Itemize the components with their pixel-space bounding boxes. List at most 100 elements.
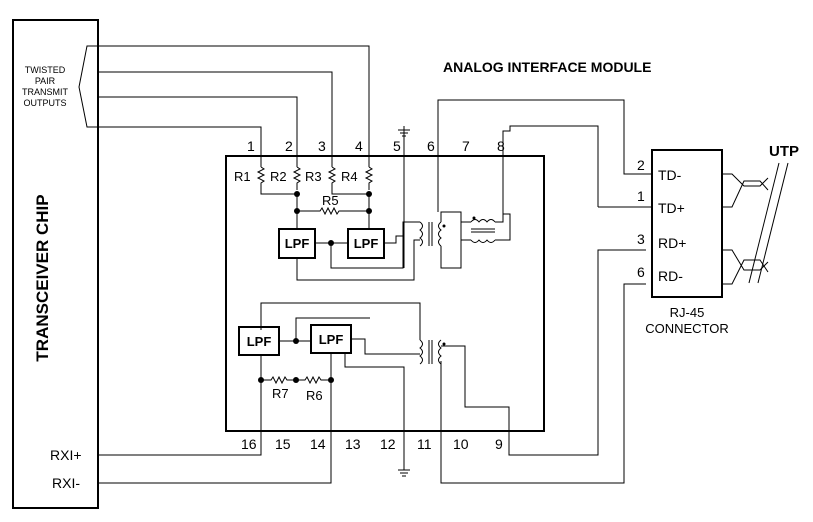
- ground-icon-bottom: [398, 469, 410, 477]
- r2-label: R2: [270, 169, 287, 184]
- conn-pin-6-num: 6: [637, 264, 645, 280]
- pin-14-label: 14: [310, 436, 326, 452]
- lpf-tx-left-label: LPF: [285, 236, 310, 251]
- tx-node-left: [260, 190, 298, 211]
- pin-7-label: 7: [462, 138, 470, 154]
- utp-pair-top: [722, 173, 769, 208]
- resistor-r1: [256, 166, 266, 190]
- pin-5-label: 5: [393, 138, 401, 154]
- conn-td-minus-label: TD-: [658, 167, 682, 183]
- td-minus-wire: [623, 165, 652, 175]
- resistor-r4: [364, 166, 374, 190]
- pin-16-label: 16: [241, 436, 257, 452]
- utp-cable-line-2: [757, 162, 789, 284]
- rx-top-loop: [260, 302, 421, 340]
- resistor-r3: [327, 166, 337, 190]
- pin-13-label: 13: [345, 436, 361, 452]
- junction: [294, 191, 300, 197]
- conn-pin-2-num: 2: [637, 157, 645, 173]
- pin-11-label: 11: [417, 436, 432, 452]
- r1-label: R1: [234, 169, 251, 184]
- tx-node-right: [331, 190, 370, 211]
- tp-outputs-line-4: OUTPUTS: [23, 98, 66, 108]
- pin-8-label: 8: [497, 138, 505, 154]
- rj45-name: RJ-45: [670, 305, 705, 320]
- wire: [438, 339, 442, 365]
- pin-3-label: 3: [318, 138, 326, 154]
- tx-transformer-1-icon: [419, 221, 446, 247]
- r6-label: R6: [306, 388, 323, 403]
- wire: [470, 239, 496, 243]
- r3-label: R3: [305, 169, 322, 184]
- rx-xfmr-to-pin9: [441, 249, 646, 456]
- resistor-r6: [296, 375, 331, 385]
- junction: [366, 191, 372, 197]
- tx-xfmr-box: [440, 211, 462, 269]
- conn-pin-1-num: 1: [637, 188, 645, 204]
- transceiver-chip-label: TRANSCEIVER CHIP: [33, 194, 52, 361]
- tx-xfmr-to-pin6: [437, 99, 625, 241]
- wire: [419, 339, 423, 365]
- diagram-title: ANALOG INTERFACE MODULE: [443, 59, 651, 75]
- pin-10-label: 10: [453, 436, 469, 452]
- resistor-r5: [297, 206, 369, 216]
- pin-15-label: 15: [275, 436, 291, 452]
- lpf-rx-left-label: LPF: [247, 334, 272, 349]
- junction: [293, 377, 299, 383]
- rx-xfmr-to-pin11: [440, 283, 646, 484]
- tp-outputs-line-1: TWISTED: [25, 65, 66, 75]
- wire: [438, 221, 442, 247]
- r4-label: R4: [341, 169, 358, 184]
- lpf-rx-right-out: [351, 338, 420, 355]
- tp-outputs-line-3: TRANSMIT: [22, 87, 69, 97]
- tx-wire-to-pin-4: [98, 45, 370, 167]
- tp-outputs-line-2: PAIR: [35, 76, 56, 86]
- rj45-subtitle: CONNECTOR: [645, 321, 729, 336]
- pin-1-label: 1: [247, 138, 255, 154]
- analog-interface-module-box: [225, 155, 545, 432]
- rx-transformer-icon: [419, 339, 446, 365]
- junction: [472, 216, 476, 220]
- rxi-plus-label: RXI+: [50, 447, 82, 463]
- lpf-rx-mid-wire: [295, 317, 370, 341]
- utp-label: UTP: [769, 143, 799, 160]
- wire: [419, 221, 423, 247]
- lpf-tx-mid-wire: [330, 221, 420, 269]
- lpf-rx-right-bottom: [344, 353, 405, 470]
- conn-td-plus-label: TD+: [658, 200, 685, 216]
- r5-label: R5: [322, 193, 339, 208]
- utp-pair-bottom: [722, 249, 769, 285]
- lpf-tx-left-out: [296, 239, 420, 281]
- rxi-minus-label: RXI-: [52, 475, 80, 491]
- tx-to-pin8-b: [495, 213, 511, 241]
- pin-4-label: 4: [355, 138, 363, 154]
- junction: [442, 224, 446, 228]
- conn-pin-3-num: 3: [637, 231, 645, 247]
- lpf-tx-right-label: LPF: [354, 236, 379, 251]
- transceiver-chip-box: [12, 19, 99, 509]
- tx-wire-to-pin-3: [98, 71, 333, 167]
- resistor-r7: [261, 375, 296, 385]
- tp-outputs-bracket: [78, 45, 98, 128]
- lpf-rx-right-label: LPF: [319, 332, 344, 347]
- conn-rd-plus-label: RD+: [658, 235, 686, 251]
- tx-wire-to-pin-2: [98, 96, 298, 167]
- rj45-connector-box: [651, 149, 723, 298]
- junction: [442, 342, 446, 346]
- r7-label: R7: [272, 386, 289, 401]
- rxi-minus-wire: [98, 380, 332, 484]
- rxi-plus-wire: [98, 380, 262, 456]
- pin-9-label: 9: [495, 436, 503, 452]
- tx-choke-icon: [470, 216, 496, 243]
- pin-2-label: 2: [285, 138, 293, 154]
- pin-6-label: 6: [427, 138, 435, 154]
- tx-to-pin7-8: [495, 125, 599, 223]
- conn-rd-minus-label: RD-: [658, 268, 683, 284]
- resistor-r2: [292, 166, 302, 190]
- pin-12-label: 12: [380, 436, 396, 452]
- wire: [470, 219, 496, 223]
- lpf-tx-right-out: [384, 235, 403, 244]
- tx-wire-to-pin-1: [98, 126, 262, 167]
- utp-cable-line-1: [748, 162, 780, 284]
